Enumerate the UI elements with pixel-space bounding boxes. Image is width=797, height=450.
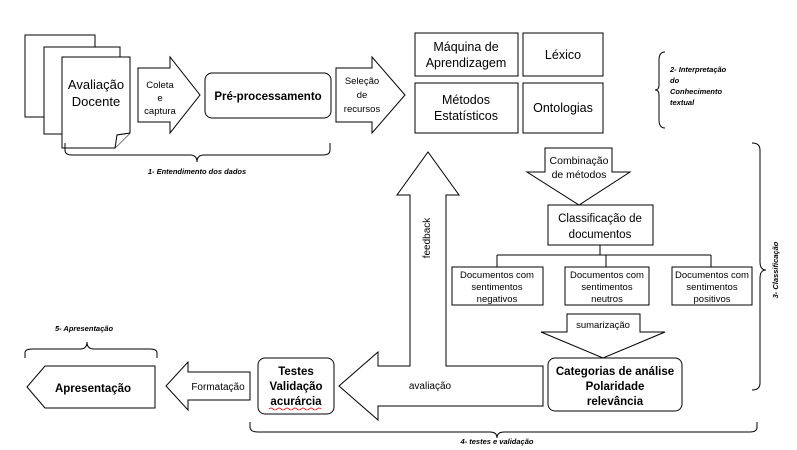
phase1-label: 1- Entendimento dos dados [148,167,246,176]
arrow-formatacao: Formatação [165,360,251,412]
box-maquina-aprendizagem: Máquina de Aprendizagem [414,32,519,77]
box-ontologias: Ontologias [522,82,604,134]
box-documentos-positivos: Documentos com sentimentos positivos [671,266,753,306]
phase1-bracket: 1- Entendimento dos dados [64,143,331,176]
box-metodos-estatisticos: Métodos Estatísticos [414,82,519,134]
arrow-coleta-line3: captura [144,106,176,117]
box-negativos-line3: negativos [477,294,518,305]
box-categorias-line3: relevância [587,396,644,408]
box-documentos-neutros: Documentos com sentimentos neutros [564,266,650,306]
arrow-sumarizacao-shape [540,313,666,359]
box-metodos-line2: Estatísticos [434,109,498,123]
arrow-selecao-recursos: Seleção de recursos [335,55,406,135]
arrow-avaliacao-feedback: avaliação feedback [338,151,544,422]
arrow-coleta-captura: Coleta e captura [137,55,201,135]
box-neutros-line2: sentimentos [581,282,632,293]
box-positivos-line1: Documentos com [675,270,749,281]
arrow-selecao-shape [335,55,406,135]
arrow-formatacao-shape [165,360,251,412]
phase2-label-line2: do [670,76,680,85]
box-neutros-line3: neutros [591,294,623,305]
box-preprocessamento: Pré-processamento [204,72,332,119]
arrow-coleta-line2: e [157,93,162,104]
arrow-selecao-line2: de [357,90,368,101]
box-classificacao-documentos: Classificação de documentos [547,204,654,246]
phase4-brace-shape [249,422,758,439]
document-label-line2: Docente [72,94,120,109]
phase3-bracket: 3- Classificação [751,142,780,391]
box-lexico-label: Léxico [545,48,581,62]
box-ontologias-label: Ontologias [533,101,593,115]
arrow-sumarizacao: sumarização [540,313,666,359]
arrow-combinacao-line2: de métodos [552,169,607,181]
spellcheck-underline [268,407,322,411]
phase5-brace-shape [24,341,158,358]
arrow-combinacao-shape [525,147,632,206]
arrow-combinacao-line1: Combinação [550,155,609,167]
box-testes-validacao: Testes Validação acurárcia [257,357,335,415]
box-neutros-line1: Documentos com [570,270,644,281]
box-positivos-line2: sentimentos [686,282,737,293]
box-maquina-line2: Aprendizagem [426,56,507,70]
box-apresentacao: Apresentação [26,365,156,409]
phase2-label-line3: Conhecimento [670,87,723,96]
box-metodos-line1: Métodos [442,93,490,107]
arrow-sumarizacao-label: sumarização [576,320,630,331]
document-page-fold [114,132,131,149]
arrow-avaliacao-label: avaliação [409,381,452,392]
arrow-combinacao-metodos: Combinação de métodos [525,147,632,206]
phase4-label: 4- testes e validação [460,437,534,446]
box-positivos-shape [671,266,753,306]
box-classificacao-line2: documentos [569,229,632,241]
arrow-coleta-shape [137,55,201,135]
phase2-brace-shape [654,51,666,129]
box-testes-shape [257,357,335,415]
phase5-bracket: 5- Apresentação [24,324,158,358]
phase2-bracket: 2- Interpretação do Conhecimento textual [654,51,727,129]
box-metodos-shape [414,82,519,134]
box-apresentacao-label: Apresentação [55,383,131,395]
phase3-label: 3- Classificação [771,241,780,298]
box-apresentacao-shape [26,365,156,409]
box-categorias-line1: Categorias de análise [556,366,674,378]
arrow-selecao-line1: Seleção [345,76,379,87]
arrow-formatacao-label: Formatação [191,382,245,393]
phase5-label: 5- Apresentação [55,324,113,333]
box-testes-line1: Testes [278,366,314,378]
box-lexico: Léxico [522,32,604,77]
box-preprocessamento-shape [204,72,332,119]
box-testes-line2: Validação [269,381,322,393]
document-stack-avaliacao-docente: Avaliação Docente [24,34,131,149]
box-categorias-analise: Categorias de análise Polaridade relevân… [547,357,683,412]
box-categorias-shape [547,357,683,412]
box-positivos-line3: positivos [694,294,731,305]
box-negativos-line2: sentimentos [471,282,522,293]
phase2-label-line4: textual [670,98,695,107]
phase1-brace-shape [64,143,331,163]
box-categorias-line2: Polaridade [586,381,645,393]
arrow-coleta-line1: Coleta [146,80,174,91]
box-neutros-shape [564,266,650,306]
box-documentos-negativos: Documentos com sentimentos negativos [451,266,544,306]
box-lexico-shape [522,32,604,77]
box-ontologias-shape [522,82,604,134]
box-maquina-line1: Máquina de [433,40,498,54]
box-negativos-shape [451,266,544,306]
box-negativos-line1: Documentos com [460,270,534,281]
phase4-bracket: 4- testes e validação [249,422,758,446]
box-classificacao-shape [547,204,654,246]
box-testes-line3: acurárcia [270,396,322,408]
phase2-label-line1: 2- Interpretação [669,65,727,74]
phase3-brace-shape [751,142,767,391]
arrow-feedback-label: feedback [422,217,433,259]
tree-connectors [496,245,712,267]
document-label-line1: Avaliação [68,77,124,92]
box-maquina-shape [414,32,519,77]
box-preprocessamento-label: Pré-processamento [214,91,321,103]
arrow-avaliacao-feedback-shape [338,151,544,422]
arrow-selecao-line3: recursos [344,104,381,115]
box-classificacao-line1: Classificação de [558,213,642,225]
